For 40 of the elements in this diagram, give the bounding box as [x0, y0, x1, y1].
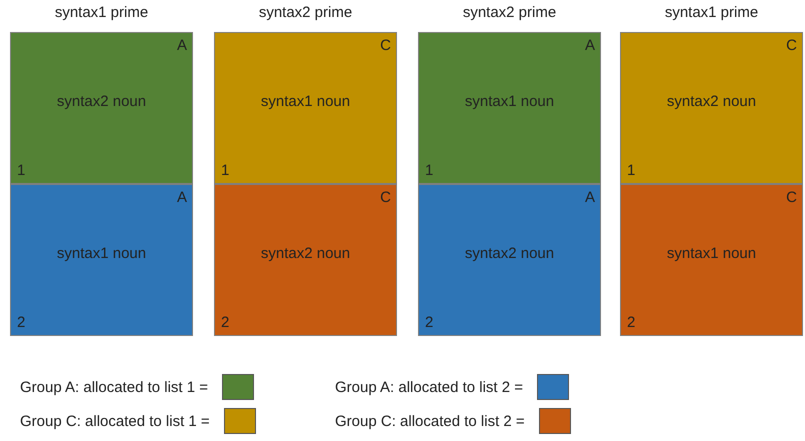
- column-heading: syntax2 prime: [462, 4, 558, 21]
- colored-panel: [214, 184, 397, 336]
- legend-label: Group C: allocated to list 2 =: [335, 412, 525, 430]
- list-number: 2: [17, 314, 26, 331]
- panel-label: syntax1 noun: [56, 245, 148, 262]
- panel-label: syntax1 noun: [666, 245, 758, 262]
- group-letter: A: [176, 37, 187, 54]
- list-number: 2: [221, 314, 230, 331]
- group-letter: A: [584, 37, 595, 54]
- list-number: 1: [17, 162, 26, 179]
- column-heading: syntax2 prime: [258, 4, 354, 21]
- panel-label: syntax1 noun: [260, 93, 352, 110]
- legend-label: Group C: allocated to list 1 =: [20, 412, 210, 430]
- legend-label: Group A: allocated to list 2 =: [335, 378, 524, 396]
- panel-label: syntax2 noun: [464, 245, 556, 262]
- colored-panel: [214, 32, 397, 184]
- group-letter: C: [380, 37, 391, 54]
- colored-panel: [418, 32, 601, 184]
- list-number: 1: [627, 162, 636, 179]
- list-number: 1: [221, 162, 230, 179]
- group-letter: C: [786, 37, 797, 54]
- colored-panel: [10, 184, 193, 336]
- list-number: 2: [425, 314, 434, 331]
- list-number: 1: [425, 162, 434, 179]
- group-letter: C: [786, 189, 797, 206]
- column-heading: syntax1 prime: [54, 4, 150, 21]
- colored-panel: [10, 32, 193, 184]
- group-letter: A: [176, 189, 187, 206]
- panel-label: syntax2 noun: [56, 93, 148, 110]
- legend-label: Group A: allocated to list 1 =: [20, 378, 208, 396]
- colored-panel: [620, 32, 803, 184]
- group-letter: A: [584, 189, 595, 206]
- column-heading: syntax1 prime: [664, 4, 760, 21]
- panel-label: syntax1 noun: [464, 93, 556, 110]
- panel-label: syntax2 noun: [260, 245, 352, 262]
- colored-panel: [620, 184, 803, 336]
- panel-label: syntax2 noun: [666, 93, 758, 110]
- list-number: 2: [627, 314, 636, 331]
- colored-panel: [418, 184, 601, 336]
- group-letter: C: [380, 189, 391, 206]
